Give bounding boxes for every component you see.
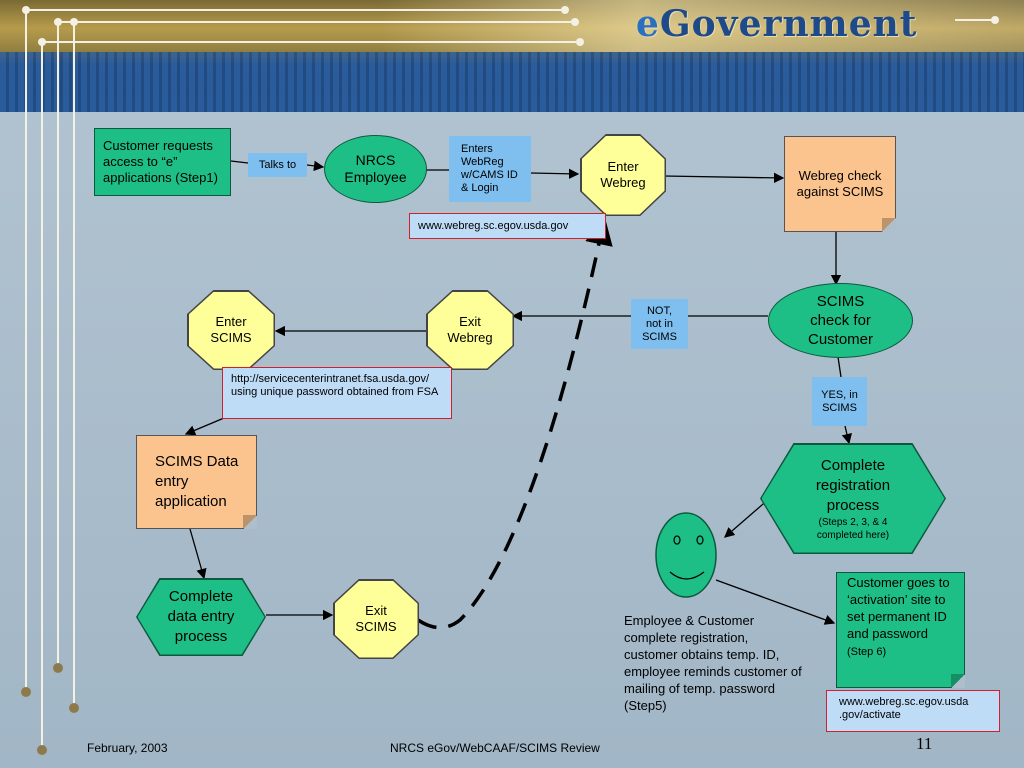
yes-in-scims-label: YES, in SCIMS xyxy=(812,377,867,426)
header-stripes xyxy=(0,52,1024,112)
footer-date: February, 2003 xyxy=(87,741,168,755)
nrcs-employee-node: NRCS Employee xyxy=(324,135,427,203)
header-shine xyxy=(380,0,1024,52)
activate-url-box: www.webreg.sc.egov.usda .gov/activate xyxy=(826,690,1000,732)
servicecenter-url-box: http://servicecenterintranet.fsa.usda.go… xyxy=(222,367,452,419)
customer-activation-doc: Customer goes to ‘activation’ site to se… xyxy=(836,572,965,688)
enter-scims-node: Enter SCIMS xyxy=(187,290,275,370)
scims-data-entry-doc: SCIMS Data entry application xyxy=(136,435,257,529)
talks-to-label: Talks to xyxy=(248,153,307,177)
complete-registration-node: Complete registration process (Steps 2, … xyxy=(760,443,946,554)
not-in-scims-label: NOT, not in SCIMS xyxy=(631,299,688,349)
webreg-check-doc: Webreg check against SCIMS xyxy=(784,136,896,232)
employee-customer-note: Employee & Customer complete registratio… xyxy=(624,613,802,713)
exit-webreg-node: Exit Webreg xyxy=(426,290,514,370)
enter-webreg-node: Enter Webreg xyxy=(580,134,666,216)
slide-header: eGovernment xyxy=(0,0,1024,112)
exit-scims-node: Exit SCIMS xyxy=(333,579,419,659)
customer-requests-box: Customer requests access to “e” applicat… xyxy=(94,128,231,196)
complete-data-entry-node: Complete data entry process xyxy=(136,578,266,656)
egovernment-logo: eGovernment xyxy=(636,3,918,45)
footer-title: NRCS eGov/WebCAAF/SCIMS Review xyxy=(390,741,600,755)
page-number: 11 xyxy=(916,734,933,753)
scims-check-node: SCIMS check for Customer xyxy=(768,283,913,358)
webreg-url-box: www.webreg.sc.egov.usda.gov xyxy=(409,213,606,239)
enters-webreg-label: Enters WebReg w/CAMS ID & Login xyxy=(449,136,531,202)
